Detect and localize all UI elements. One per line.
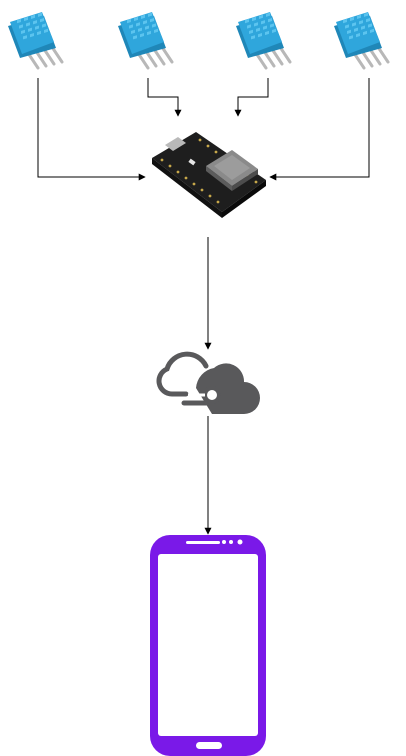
smartphone-icon: [150, 535, 266, 756]
sensor-4-icon: [332, 10, 390, 70]
sensor-2-icon: [116, 10, 174, 70]
azure-cloud-icon: [156, 351, 260, 414]
connector-sensor-4-to-board: [269, 78, 370, 181]
connector-sensor-2-to-board: [147, 78, 182, 117]
connector-sensor-3-to-board: [234, 78, 269, 117]
sensor-1-icon: [6, 10, 64, 70]
connector-sensor-1-to-board: [37, 78, 146, 181]
esp32-board-icon: [152, 132, 266, 218]
sensor-3-icon: [234, 10, 292, 70]
